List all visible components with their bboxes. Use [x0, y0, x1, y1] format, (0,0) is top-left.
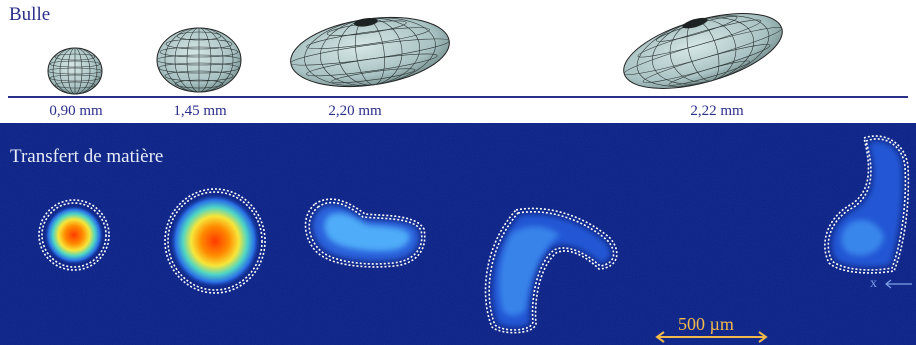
x-axis-arrow — [885, 279, 912, 289]
bubble-shapes-panel: Bulle 0,90 mm 1,45 mm — [0, 0, 916, 123]
mass-transfer-panel: Transfert de matière x 500 µm — [0, 123, 916, 345]
bubble-size-label-2: 1,45 mm — [173, 103, 227, 119]
scale-bar-label: 500 µm — [678, 314, 734, 334]
transfer-spot-5 — [824, 135, 910, 274]
divider-line — [8, 96, 908, 98]
bubble-size-label-3: 2,20 mm — [328, 103, 382, 119]
transfer-spot-4 — [484, 207, 618, 334]
bubble-2-20mm — [290, 16, 450, 88]
panel-title-bulle: Bulle — [9, 4, 51, 25]
mass-transfer-image — [0, 123, 916, 345]
bubble-1-45mm — [156, 27, 242, 93]
axis-label-x: x — [870, 276, 877, 291]
transfer-spot-2 — [164, 188, 266, 294]
transfer-spot-1 — [38, 199, 110, 271]
bubble-2-22mm — [623, 13, 783, 89]
bubble-size-label-4: 2,22 mm — [690, 103, 744, 119]
bubble-size-label-1: 0,90 mm — [49, 103, 103, 119]
panel-title-transfert: Transfert de matière — [10, 146, 164, 167]
bubble-0-90mm — [47, 47, 103, 95]
scale-bar — [655, 331, 768, 343]
transfer-spot-3 — [304, 198, 426, 268]
